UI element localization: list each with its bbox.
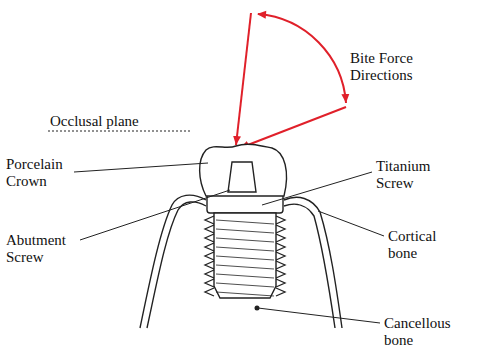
bone-outline — [140, 195, 342, 328]
leader-lines — [74, 163, 384, 323]
part-label: Cortical bone — [388, 228, 450, 262]
screw-threads — [205, 216, 285, 296]
force-label: Bite Force Directions — [350, 50, 442, 84]
occlusal-plane-line — [48, 131, 190, 132]
part-label: Porcelain Crown — [6, 156, 76, 190]
plane-label: Occlusal plane — [50, 113, 139, 130]
porcelain-crown — [200, 144, 287, 196]
part-label: Abutment Screw — [6, 232, 78, 266]
part-label: Titanium Screw — [376, 158, 448, 192]
bite-force-arrows — [236, 13, 346, 148]
part-label: Cancellous bone — [384, 315, 462, 349]
abutment-screw — [228, 162, 256, 192]
titanium-screw — [207, 193, 283, 298]
leader-dot — [255, 306, 260, 311]
